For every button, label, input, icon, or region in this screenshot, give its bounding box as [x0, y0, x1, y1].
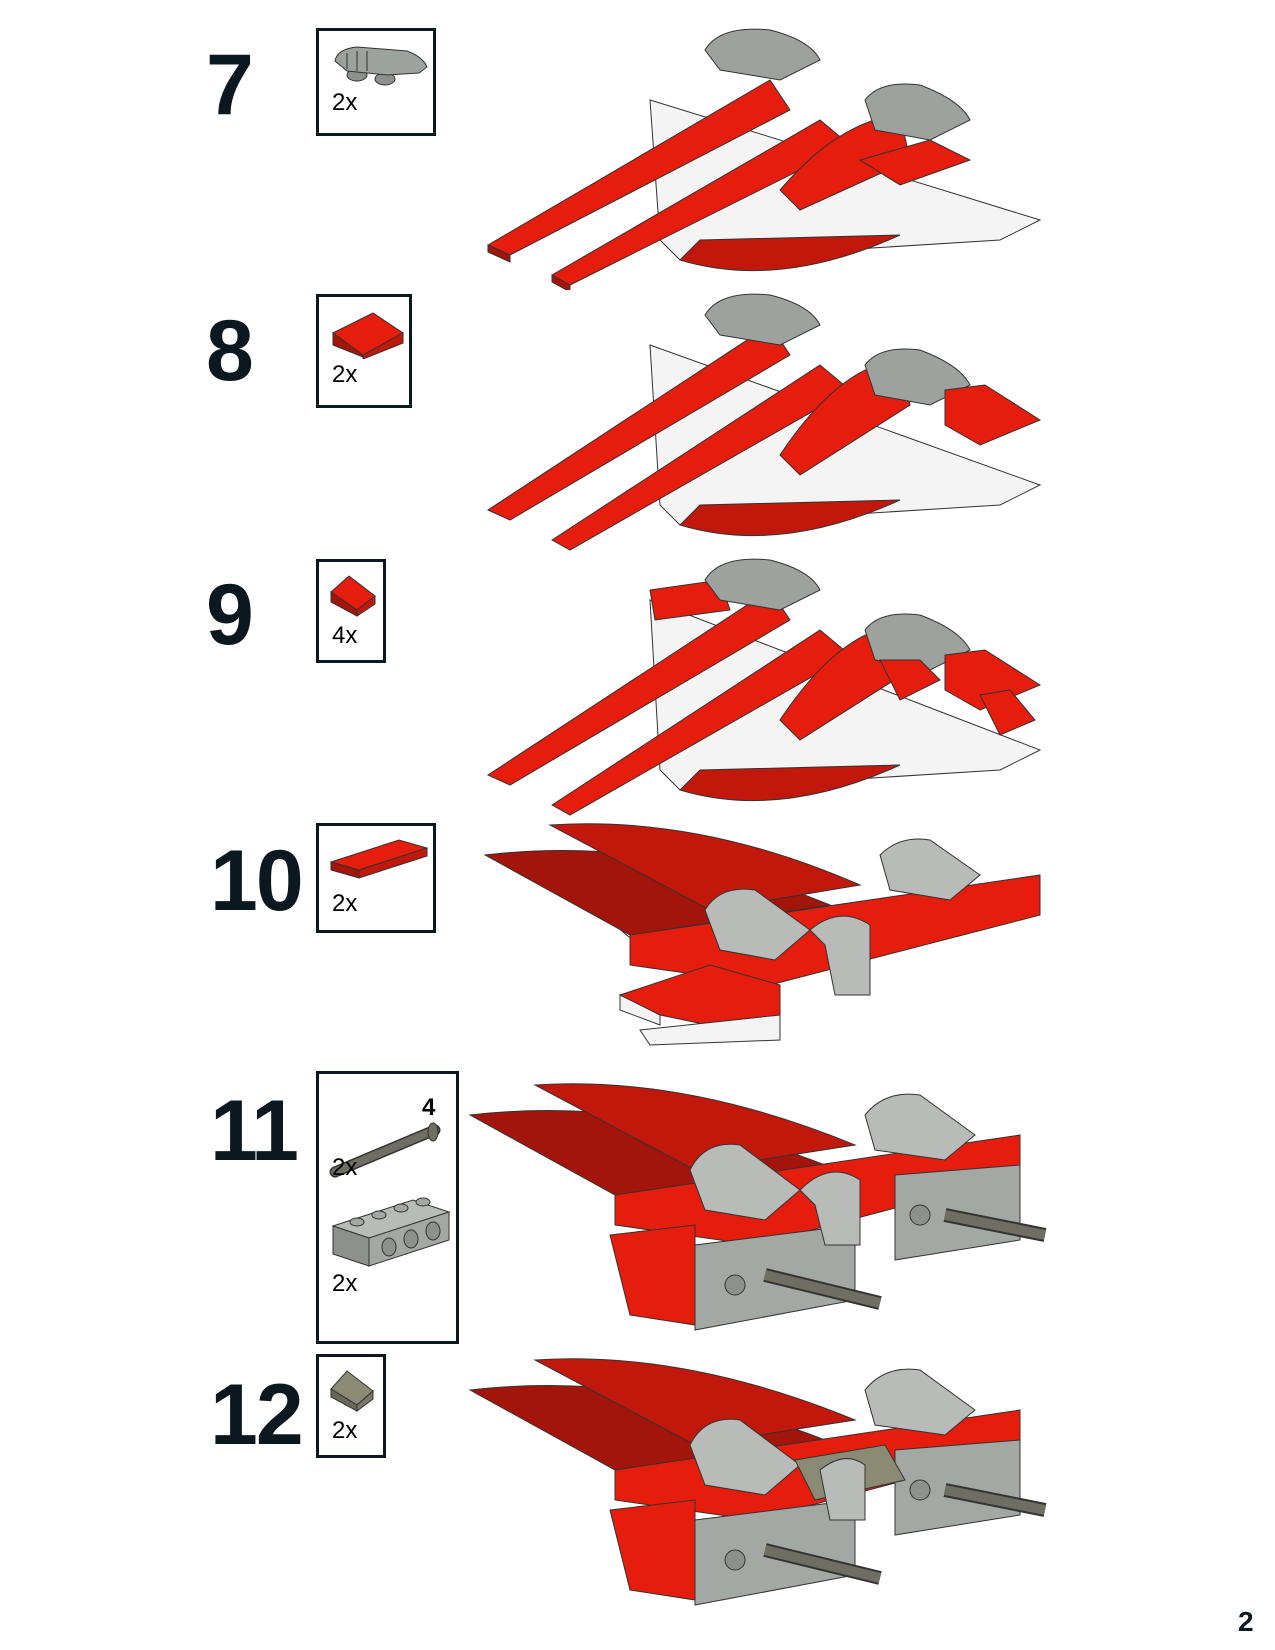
- parts-callout-7: 2x: [316, 28, 436, 136]
- gray-cockpit-front: [864, 83, 971, 141]
- model-step-12: [468, 1358, 1047, 1606]
- curved-slope-gray-icon: [334, 46, 428, 86]
- part-quantity: 2x: [332, 1154, 358, 1181]
- technic-brick-icon: [331, 1197, 451, 1267]
- parts-callout-10: 2x: [316, 823, 436, 933]
- step-number-10: 10: [210, 833, 304, 929]
- red-small-slopes-added: [879, 659, 1036, 736]
- step-number-7: 7: [206, 37, 254, 133]
- step-number-9: 9: [206, 567, 254, 663]
- model-step-8: [486, 293, 1042, 551]
- parts-callout-12: 2x: [316, 1354, 386, 1458]
- parts-callout-9: 4x: [316, 559, 386, 663]
- part-quantity: 4x: [332, 622, 358, 649]
- part-quantity: 2x: [332, 361, 358, 388]
- axle-length-label: 4: [422, 1094, 436, 1121]
- part-quantity: 2x: [332, 890, 358, 917]
- red-slope-added: [944, 384, 1042, 446]
- slope-red-icon: [332, 312, 404, 359]
- model-step-11: [468, 1083, 1047, 1331]
- small-slope-red-icon: [330, 575, 376, 617]
- axle-front: [763, 1268, 882, 1310]
- red-hull: [679, 234, 901, 272]
- step-number-11: 11: [210, 1083, 299, 1179]
- page-number: 2: [1238, 1606, 1254, 1637]
- red-wing-left: [486, 79, 791, 263]
- part-quantity: 2x: [332, 1270, 358, 1297]
- step-number-12: 12: [210, 1367, 304, 1463]
- parts-callout-11: 4 2x 2x: [316, 1071, 459, 1344]
- parts-callout-8: 2x: [316, 294, 412, 408]
- axle-icon: [329, 1122, 441, 1178]
- tile-red-icon: [329, 839, 429, 879]
- part-quantity: 2x: [332, 1417, 358, 1444]
- model-step-7: [486, 28, 1042, 290]
- red-plate: [858, 139, 972, 186]
- axle-rear: [943, 1208, 1047, 1242]
- part-quantity: 2x: [332, 89, 358, 116]
- gray-cockpit-rear: [704, 28, 821, 81]
- step-number-8: 8: [206, 303, 254, 399]
- model-step-10: [483, 823, 1041, 1046]
- model-step-9: [486, 558, 1042, 816]
- slope-dark-tan-icon: [330, 1370, 374, 1412]
